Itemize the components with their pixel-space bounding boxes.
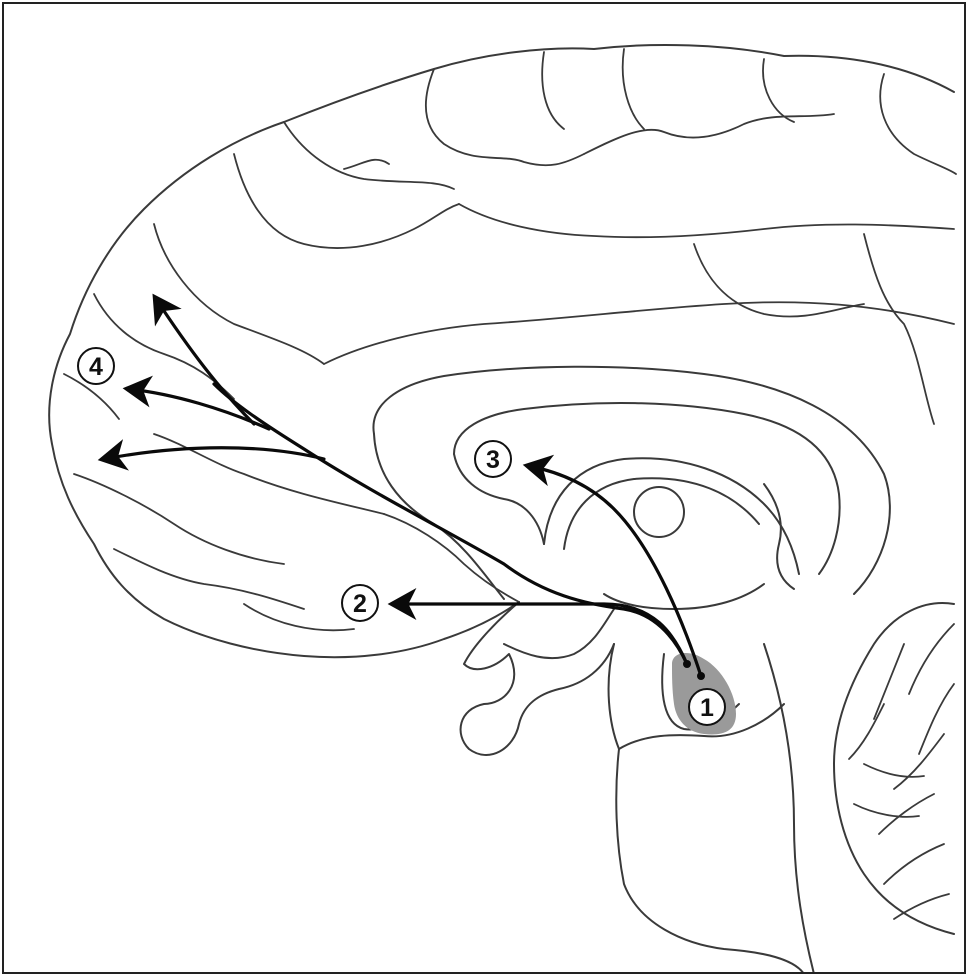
thalamus-outline (543, 457, 800, 575)
corpus-callosum (372, 365, 891, 600)
marker-3: 3 (474, 440, 512, 478)
fold (879, 73, 957, 175)
marker-4: 4 (77, 347, 115, 385)
fold (541, 51, 565, 130)
folia (863, 763, 925, 778)
thalamus-inner (563, 477, 760, 550)
fold (863, 233, 935, 425)
brain-outline (48, 43, 955, 972)
fold (583, 113, 835, 155)
interthalamic-adhesion (633, 486, 685, 538)
pathways (97, 293, 703, 678)
gyri-folds (63, 48, 957, 632)
fold (153, 433, 385, 515)
pathway-branch-lower (97, 439, 326, 471)
marker-1-label: 1 (700, 694, 714, 722)
fold (113, 548, 305, 610)
fold (243, 603, 355, 632)
brain-sagittal-diagram: 1 2 3 4 (48, 43, 957, 972)
marker-4-label: 4 (89, 353, 103, 381)
callosum-inner (453, 401, 841, 575)
pathway-branch-middle (122, 375, 271, 431)
pathway-trunk-to-4 (212, 382, 689, 666)
cerebrum-outer-contour (48, 43, 955, 659)
fold (153, 223, 325, 365)
fold (323, 301, 955, 365)
folia (873, 643, 905, 720)
fold (63, 373, 120, 420)
marker-2: 2 (341, 584, 379, 622)
cerebellum (833, 602, 955, 935)
marker-2-circle (341, 584, 379, 622)
marker-4-circle (77, 347, 115, 385)
pathway-arrow-to-3 (522, 454, 703, 678)
thalamus-region (543, 457, 800, 610)
callosum-rostrum (453, 453, 545, 545)
callosum-outer (372, 365, 891, 595)
fold (233, 153, 460, 249)
brainstem-contour (607, 643, 804, 972)
fold (283, 121, 455, 190)
pathway-arrow-to-2 (387, 588, 689, 666)
hypothalamus-pituitary (459, 601, 615, 756)
marker-3-label: 3 (486, 446, 500, 474)
fold (458, 203, 955, 239)
marker-2-label: 2 (353, 590, 367, 618)
cerebellum-outline (833, 602, 955, 935)
fold (73, 473, 285, 565)
brainstem-right-contour (763, 643, 815, 972)
fold (693, 243, 865, 318)
folia (893, 733, 945, 790)
fold (383, 513, 520, 603)
marker-1: 1 (688, 688, 726, 726)
folia (908, 623, 955, 695)
medulla-front (618, 703, 785, 750)
folia (848, 703, 885, 760)
folia (893, 893, 950, 920)
fold (424, 68, 585, 167)
folia (883, 843, 945, 885)
fold (343, 158, 390, 170)
fold (621, 48, 645, 130)
marker-3-circle (474, 440, 512, 478)
marker-1-circle (688, 688, 726, 726)
fold (762, 58, 795, 123)
folia (918, 683, 955, 755)
folia (878, 793, 935, 835)
optic-chiasm (503, 608, 615, 660)
pineal-area (763, 483, 795, 590)
folia (853, 803, 920, 818)
pituitary-stalk (459, 601, 615, 756)
pathway-branch-upper (152, 293, 256, 426)
